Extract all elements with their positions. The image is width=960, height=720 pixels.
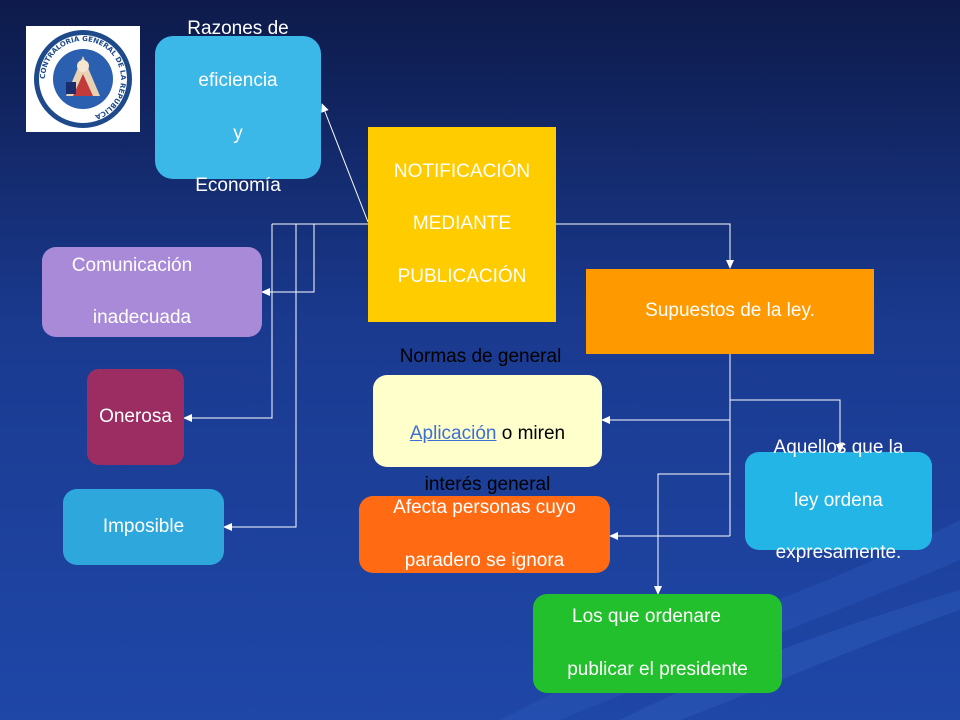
supuestos-box: Supuestos de la ley.: [586, 269, 874, 354]
contraloria-logo: CONTRALORIA GENERAL DE LA REPUBLICA CHIL…: [26, 26, 140, 132]
center-notificacion-box: NOTIFICACIÓN MEDIANTE PUBLICACIÓN: [368, 127, 556, 322]
center-line-1: NOTIFICACIÓN: [393, 160, 531, 182]
aquellos-box: Aquellos que la ley ordena expresamente.: [745, 437, 932, 563]
normas-line-1: Normas de general: [399, 346, 562, 368]
afecta-box: Afecta personas cuyo paradero se ignora: [359, 496, 610, 573]
razones-line-3: y: [233, 122, 243, 144]
razones-box: Razones de eficiencia y Economía: [155, 18, 321, 196]
supuestos-label: Supuestos de la ley.: [645, 300, 815, 322]
razones-line-2: eficiencia: [198, 70, 278, 92]
onerosa-label: Onerosa: [99, 405, 172, 427]
normas-line-2-rest: o miren: [496, 423, 566, 444]
comunicacion-line-2: inadecuada: [92, 307, 192, 329]
comunicacion-box: Comunicación inadecuada: [42, 247, 262, 337]
afecta-line-2: paradero se ignora: [404, 549, 565, 571]
comunicacion-line-1: Comunicación: [71, 254, 193, 276]
normas-line-2: Aplicación o miren: [410, 395, 565, 446]
aplicacion-link[interactable]: Aplicación: [409, 423, 497, 444]
center-line-3: PUBLICACIÓN: [397, 265, 527, 287]
imposible-box: Imposible: [63, 489, 224, 565]
razones-line-4: Economía: [195, 175, 281, 197]
ordenare-line-1: Los que ordenare: [572, 606, 721, 628]
center-line-2: MEDIANTE: [412, 213, 512, 235]
aquellos-line-1: Aquellos que la: [773, 437, 904, 459]
seal-icon: CONTRALORIA GENERAL DE LA REPUBLICA CHIL…: [34, 30, 132, 128]
normas-box: Normas de general Aplicación o miren int…: [373, 346, 602, 495]
razones-line-1: Razones de: [187, 17, 289, 39]
ordenare-box: Los que ordenare publicar el presidente: [533, 594, 782, 693]
onerosa-box: Onerosa: [87, 369, 184, 465]
afecta-line-1: Afecta personas cuyo: [393, 497, 576, 519]
ordenare-line-2: publicar el presidente: [567, 658, 748, 680]
aquellos-line-2: ley ordena: [794, 489, 883, 511]
normas-line-3: interés general: [424, 474, 551, 496]
imposible-label: Imposible: [102, 515, 185, 537]
svg-text:CHILE: CHILE: [72, 114, 95, 122]
aquellos-line-3: expresamente.: [775, 542, 902, 564]
